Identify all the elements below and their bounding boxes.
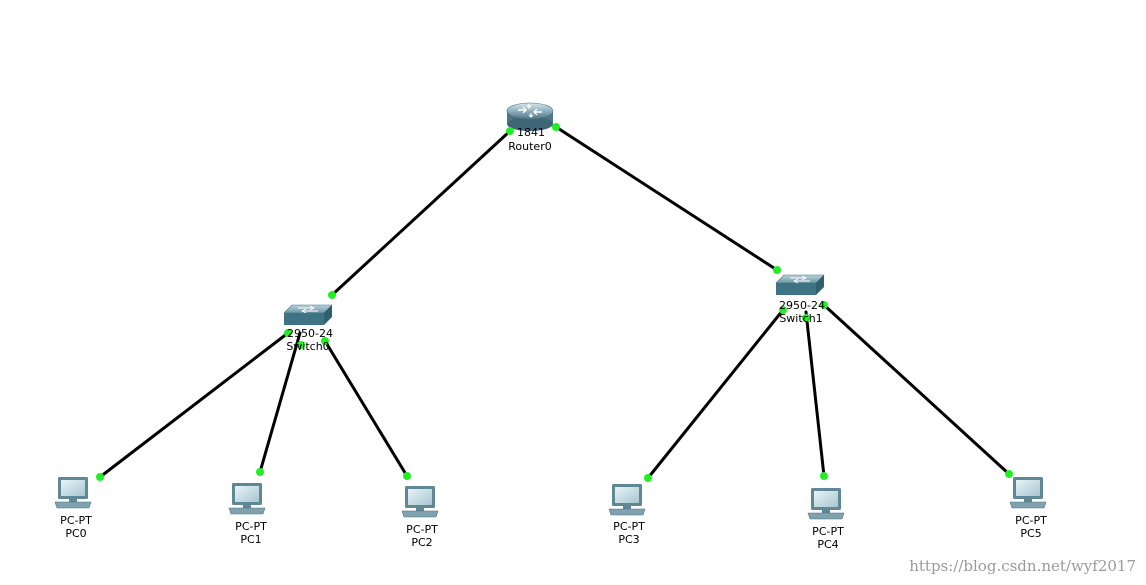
- pc-icon[interactable]: [1009, 477, 1047, 509]
- pc4-name-label: PC4: [817, 538, 839, 551]
- switch0-model-label: 2950-24: [287, 327, 333, 340]
- switch-icon[interactable]: [775, 274, 825, 295]
- links: [98, 125, 1011, 480]
- pc0-model-label: PC-PT: [60, 514, 92, 527]
- link-router0-switch1[interactable]: [554, 125, 779, 272]
- port-light: [802, 314, 810, 322]
- port-light: [284, 329, 292, 337]
- pc3-name-label: PC3: [618, 533, 640, 546]
- switch0-name-label: Switch0: [286, 340, 330, 353]
- router-icon[interactable]: [506, 102, 554, 131]
- port-light: [644, 474, 652, 482]
- pc-icon[interactable]: [807, 488, 845, 520]
- port-light: [820, 472, 828, 480]
- link-switch1-pc5[interactable]: [822, 303, 1011, 476]
- switch1-model-label: 2950-24: [779, 299, 825, 312]
- port-light: [297, 341, 305, 349]
- switch1-name-label: Switch1: [779, 312, 823, 325]
- pc1-name-label: PC1: [240, 533, 262, 546]
- router0-model-label: 1841: [517, 126, 545, 139]
- router0-name-label: Router0: [508, 140, 552, 153]
- link-switch0-pc0[interactable]: [98, 331, 290, 479]
- pc0-name-label: PC0: [65, 527, 87, 540]
- port-light: [321, 337, 329, 345]
- pc-icon[interactable]: [608, 484, 646, 516]
- port-lights: [96, 123, 1013, 482]
- link-switch1-pc4[interactable]: [804, 310, 826, 478]
- link-router0-switch0[interactable]: [330, 129, 512, 297]
- port-light: [820, 301, 828, 309]
- pc5-name-label: PC5: [1020, 527, 1042, 540]
- pc-icon[interactable]: [228, 483, 266, 515]
- port-light: [779, 306, 787, 314]
- port-light: [1005, 470, 1013, 478]
- pc-icon[interactable]: [401, 486, 439, 518]
- port-light: [96, 473, 104, 481]
- pc5-model-label: PC-PT: [1015, 514, 1047, 527]
- port-light: [773, 266, 781, 274]
- pc2-model-label: PC-PT: [406, 523, 438, 536]
- pc4-model-label: PC-PT: [812, 525, 844, 538]
- link-switch0-pc2[interactable]: [323, 339, 409, 478]
- switch-icon[interactable]: [283, 304, 333, 325]
- port-light: [403, 472, 411, 480]
- port-light: [506, 127, 514, 135]
- port-light: [552, 123, 560, 131]
- port-light: [256, 468, 264, 476]
- link-switch0-pc1[interactable]: [258, 331, 302, 474]
- port-light: [328, 291, 336, 299]
- pc3-model-label: PC-PT: [613, 520, 645, 533]
- pc2-name-label: PC2: [411, 536, 433, 549]
- watermark-text: https://blog.csdn.net/wyf2017: [909, 557, 1136, 575]
- link-switch1-pc3[interactable]: [646, 308, 785, 480]
- pc-icon[interactable]: [54, 477, 92, 509]
- pc1-model-label: PC-PT: [235, 520, 267, 533]
